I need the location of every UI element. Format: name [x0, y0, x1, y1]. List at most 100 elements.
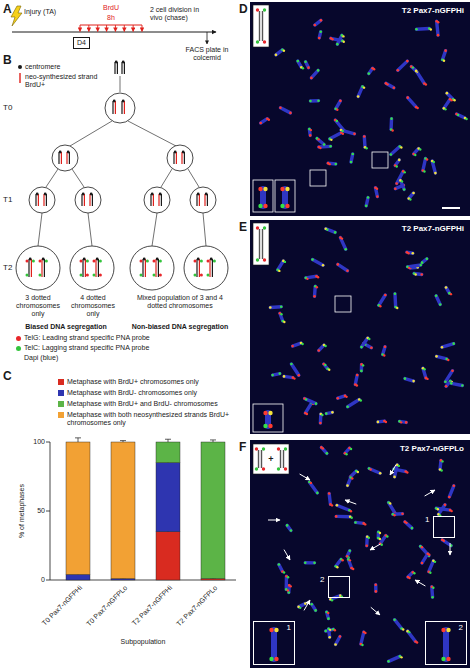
stacked-bar	[156, 439, 180, 580]
probe-dot	[330, 139, 332, 141]
chromatid-strand	[124, 101, 125, 114]
metaphase-chromosome	[327, 628, 331, 639]
metaphase-chromosome	[279, 312, 286, 323]
probe-dot	[416, 641, 418, 643]
bar-segment	[201, 579, 225, 580]
probe-dot	[409, 198, 411, 200]
metaphase-chromosome	[377, 294, 386, 308]
centromere-dot	[182, 151, 185, 154]
probe-dot	[279, 106, 282, 109]
chromatid-strand	[196, 259, 197, 277]
dapi-chromosome	[361, 632, 364, 644]
probe-dot	[393, 87, 396, 90]
probe-dot	[328, 636, 331, 639]
dapi-chromosome	[326, 229, 335, 233]
node-label: 2	[458, 623, 464, 632]
probe-dot	[384, 345, 387, 348]
category-label: T0 Pax7-nGFPHi	[40, 584, 83, 627]
error-cap	[120, 440, 126, 441]
dapi-chromosome	[306, 276, 317, 278]
error-bar	[168, 439, 169, 442]
metaphase-chromosome	[441, 539, 452, 547]
metaphase-chromosome	[430, 585, 434, 598]
chromatid-strand	[155, 259, 156, 277]
probe-dot	[284, 261, 286, 263]
probe-dot	[350, 448, 352, 450]
probe-dot	[274, 657, 278, 661]
axis-tick	[46, 580, 50, 581]
probe-dot	[396, 307, 398, 309]
metaphase-chromosome	[336, 34, 345, 45]
telomere-dot	[159, 260, 162, 263]
probe-dot	[304, 60, 307, 63]
probe-dot	[390, 153, 393, 156]
error-cap	[165, 439, 171, 440]
dapi-chromosome	[422, 554, 428, 563]
probe-dot	[307, 66, 310, 69]
probe-dot	[425, 83, 427, 85]
centromere-dot	[29, 258, 32, 261]
dapi-chromosome	[291, 364, 298, 375]
text-label: Biased DNA segregation	[25, 323, 106, 331]
panel-letter: E	[239, 221, 247, 235]
metaphase-chromosome	[304, 60, 310, 68]
pointer-arrow	[345, 500, 356, 504]
dapi-chromosome	[311, 70, 318, 78]
dapi-chromosome	[432, 161, 435, 173]
metaphase-chromosome	[271, 372, 281, 376]
metaphase-chromosome	[310, 603, 317, 612]
cell-outline	[16, 246, 60, 290]
probe-dot	[317, 138, 319, 140]
probe-dot	[343, 41, 345, 43]
probe-dot	[430, 28, 432, 30]
metaphase-chromosome	[316, 137, 326, 146]
probe-dot	[325, 412, 328, 415]
metaphase-chromosome	[397, 60, 409, 72]
centromere-dot	[90, 193, 93, 196]
probe-dot	[386, 83, 388, 85]
probe-dot	[331, 504, 333, 506]
icon-dot	[256, 8, 259, 11]
probe-dot	[408, 631, 410, 633]
dapi-chromosome	[278, 261, 284, 270]
probe-dot	[259, 122, 262, 125]
probe-dot	[274, 628, 278, 632]
telomere-dot	[99, 260, 102, 263]
dapi-chromosome	[430, 587, 434, 597]
pointer-arrow	[371, 607, 380, 615]
probe-dot	[441, 657, 445, 661]
text-label: Injury (TA)	[24, 8, 56, 16]
centromere-dot	[151, 193, 154, 196]
pulse-arrow	[97, 25, 98, 32]
metaphase-chromosome	[431, 160, 437, 175]
telomere-dot	[153, 260, 156, 263]
node-label: T2 Pax7-nGFPLo	[398, 444, 466, 453]
metaphase-chromosome	[381, 345, 386, 356]
probe-dot	[339, 100, 342, 103]
lineage-line	[188, 169, 199, 187]
probe-dot	[435, 294, 438, 297]
metaphase-chromosome	[385, 82, 396, 89]
zoom-chromosome	[271, 630, 277, 659]
icon-dot	[284, 467, 287, 470]
probe-dot	[334, 643, 337, 646]
probe-dot	[441, 346, 444, 349]
pointer-arrow	[450, 543, 451, 555]
dapi-chromosome	[417, 72, 424, 84]
dapi-chromosome	[442, 344, 454, 348]
icon-dot	[256, 258, 259, 261]
legend-text: Metaphase with BrdU+ and BrdU- chromosom…	[67, 400, 232, 408]
harvest-arrow	[207, 32, 208, 44]
dapi-chromosome	[355, 375, 357, 384]
chromatid-strand	[115, 101, 116, 114]
probe-dot	[404, 377, 407, 380]
icon-dot	[256, 226, 259, 229]
roi-mark	[372, 152, 388, 168]
probe-dot	[412, 66, 414, 68]
icon-dot	[263, 8, 266, 11]
metaphase-chromosome	[439, 459, 444, 472]
metaphase-chromosome	[413, 272, 423, 276]
probe-dot	[328, 369, 330, 371]
probe-dot	[401, 512, 404, 515]
metaphase-chromosome	[445, 286, 452, 295]
